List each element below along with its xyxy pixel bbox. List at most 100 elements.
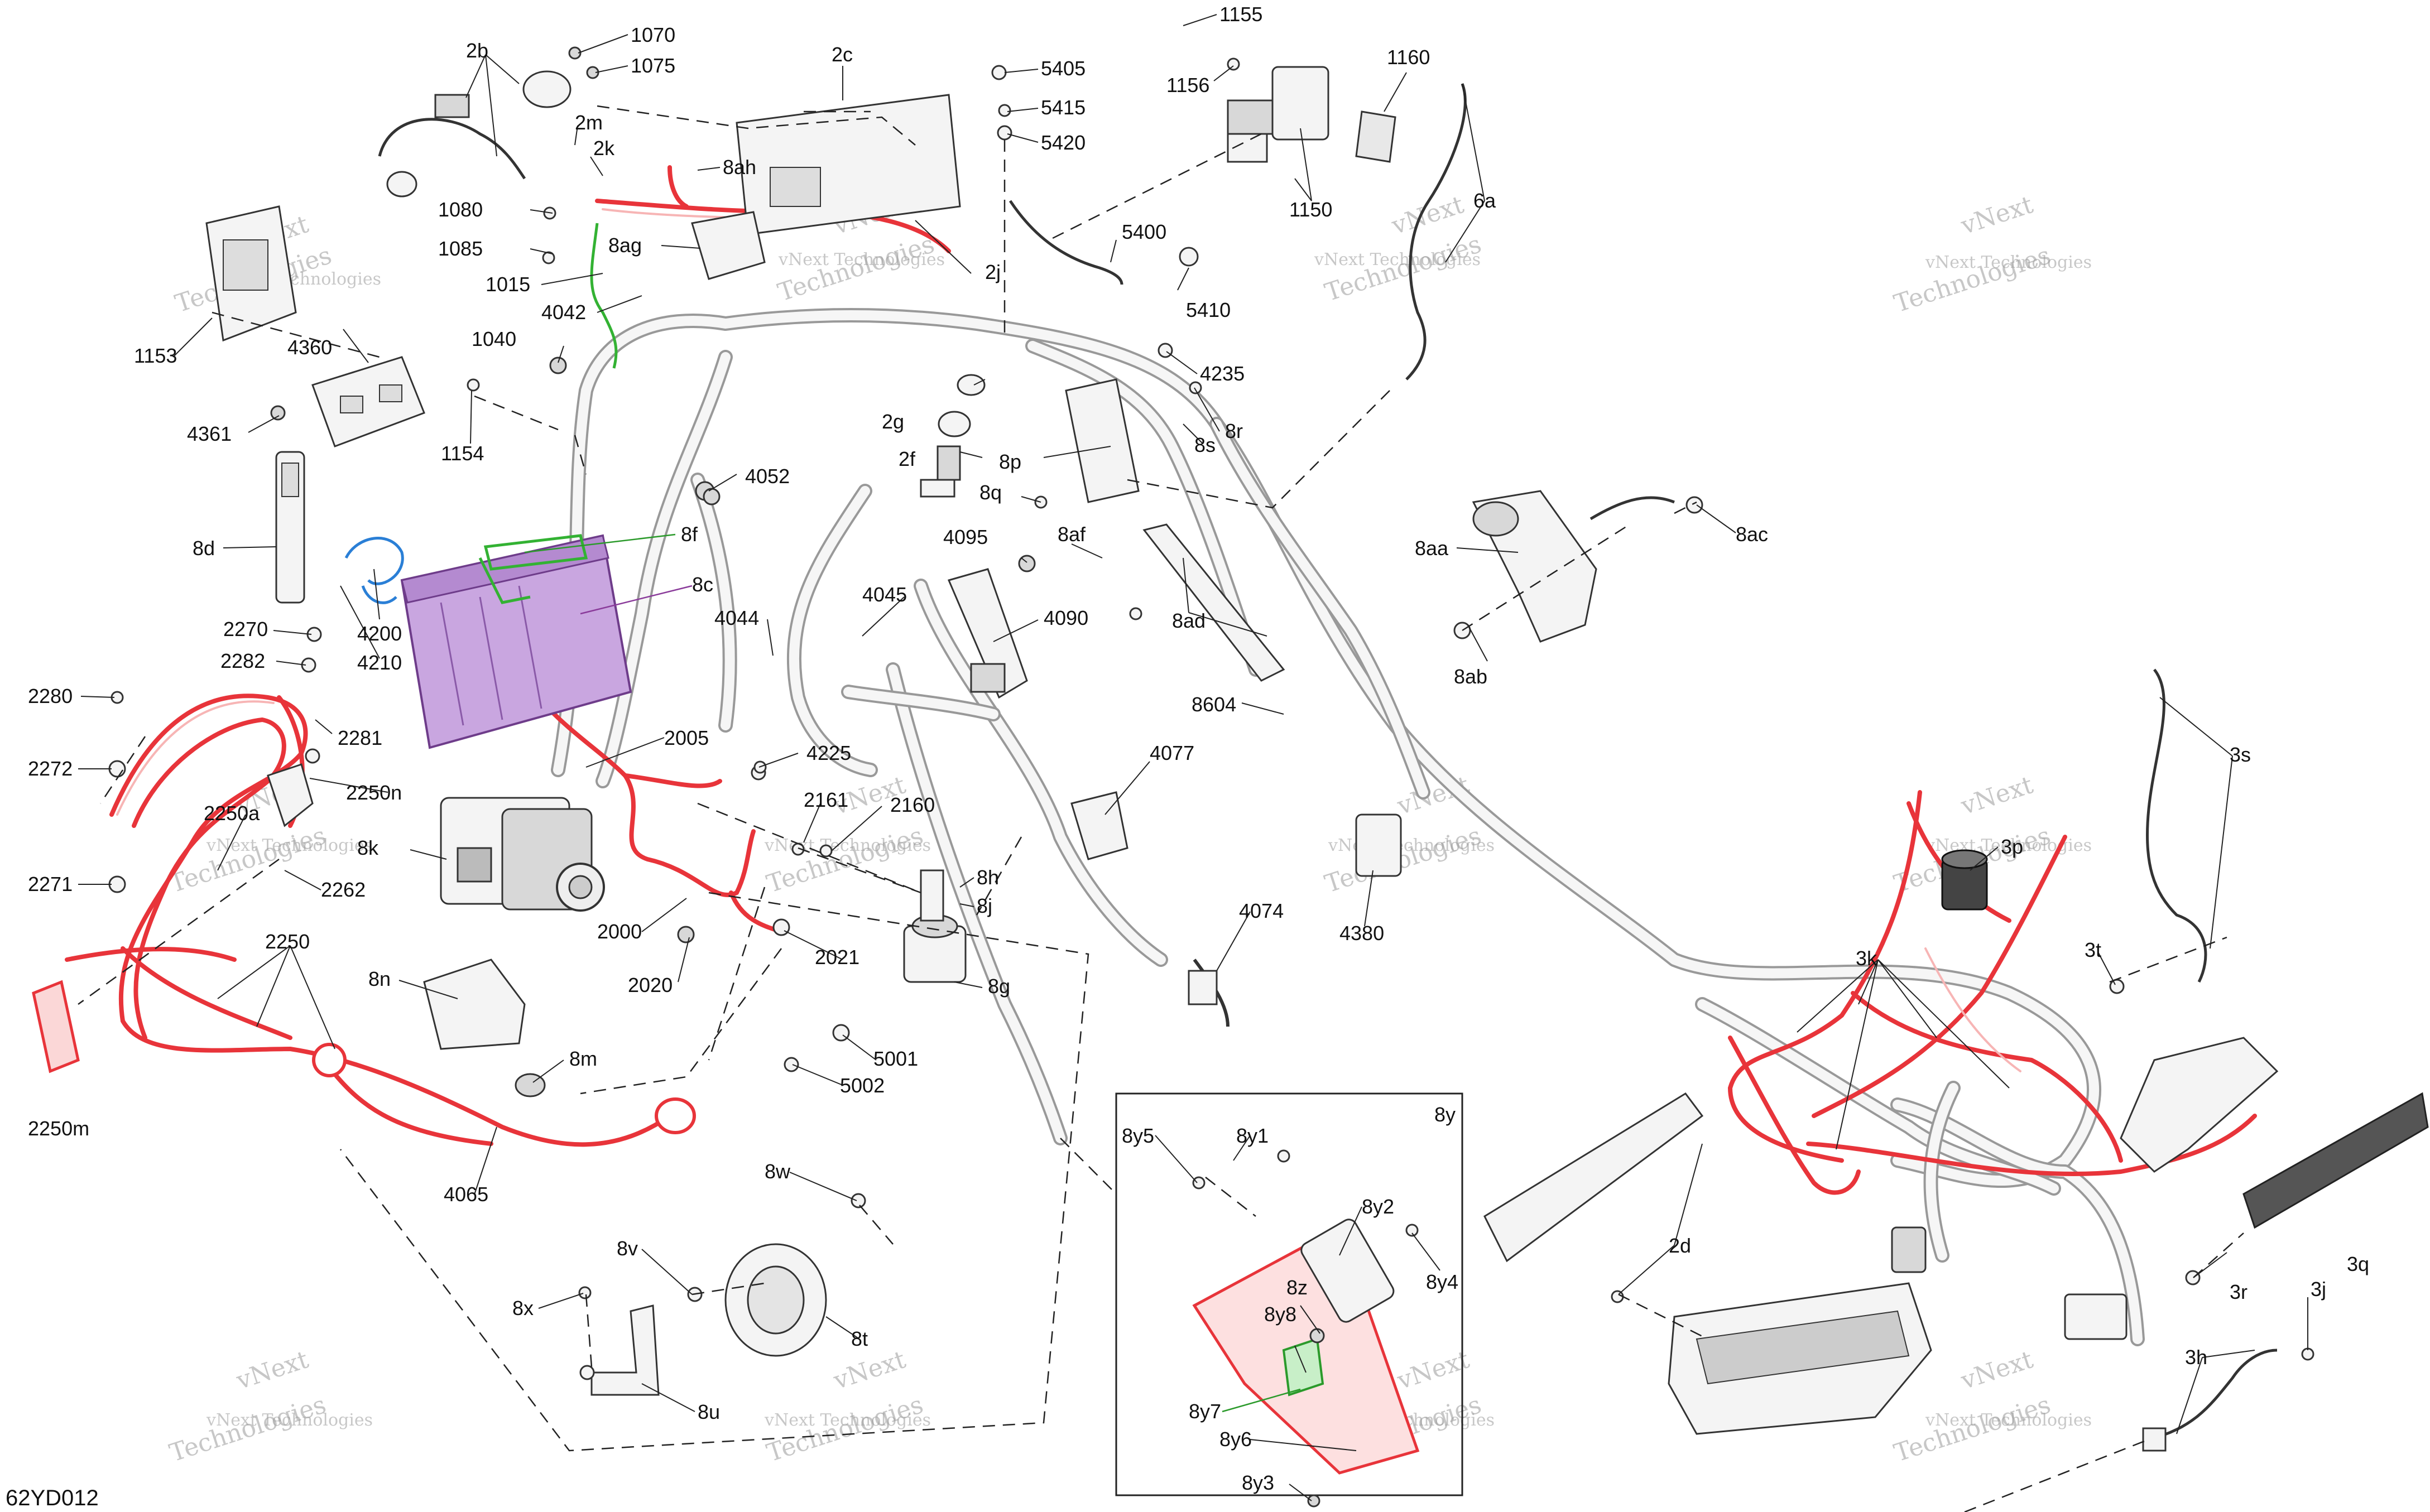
svg-text:vNext Technologies: vNext Technologies — [206, 836, 373, 855]
label-1040: 1040 — [472, 328, 516, 350]
taillight-3q — [2120, 1037, 2429, 1229]
label-4360: 4360 — [287, 336, 332, 359]
ground-wire-1015 — [590, 223, 618, 369]
label-8y2: 8y2 — [1362, 1195, 1394, 1218]
svg-text:Technologies: Technologies — [763, 821, 927, 898]
label-2281: 2281 — [338, 726, 382, 749]
red-rear-harness-3k — [1727, 790, 2257, 1195]
module-1153 — [205, 205, 297, 342]
label-2020: 2020 — [628, 974, 673, 996]
actuator-8aa — [1472, 490, 1675, 643]
label-8t: 8t — [851, 1327, 868, 1350]
red-harness-grommet — [312, 1043, 347, 1077]
cable-5400 — [1009, 200, 1123, 285]
label-2m: 2m — [575, 111, 603, 134]
label-4044: 4044 — [714, 606, 759, 629]
label-5410: 5410 — [1186, 298, 1231, 321]
sensor-cable-3h — [2148, 1349, 2278, 1441]
label-8f: 8f — [681, 523, 698, 546]
socket-3p — [1941, 849, 1988, 911]
label-8z: 8z — [1286, 1276, 1308, 1299]
label-8j: 8j — [977, 894, 992, 917]
label-2271: 2271 — [28, 873, 73, 895]
label-8ad: 8ad — [1172, 609, 1206, 632]
label-4052: 4052 — [745, 465, 790, 488]
label-1075: 1075 — [631, 54, 675, 77]
label-8x: 8x — [512, 1297, 534, 1320]
label-8ab: 8ab — [1454, 665, 1487, 688]
watermark-bottom-center: vNext Technologies vNext Technologies — [763, 1345, 931, 1467]
label-1070: 1070 — [631, 23, 675, 46]
connector-4074 — [1188, 959, 1230, 1027]
horn-8t — [724, 1243, 827, 1357]
label-8m: 8m — [569, 1047, 597, 1070]
svg-text:vNext Technologies: vNext Technologies — [764, 836, 931, 855]
label-5405: 5405 — [1041, 57, 1086, 80]
main-wiring-harness — [551, 308, 2145, 1346]
label-5420: 5420 — [1041, 131, 1086, 154]
label-4225: 4225 — [806, 741, 851, 764]
label-4361: 4361 — [187, 422, 232, 445]
label-1153: 1153 — [134, 344, 177, 367]
relay-box-4360 — [311, 356, 425, 447]
label-2262: 2262 — [321, 878, 366, 901]
label-3h: 3h — [2185, 1346, 2207, 1369]
socket-2f — [920, 411, 971, 498]
label-2000: 2000 — [597, 920, 642, 943]
label-4042: 4042 — [541, 301, 586, 324]
label-8ac: 8ac — [1736, 523, 1768, 546]
svg-text:vNext Technologies: vNext Technologies — [778, 250, 945, 269]
svg-text:vNext: vNext — [1957, 771, 2037, 821]
sensor-cable-6a — [1405, 83, 1467, 381]
label-2250: 2250 — [265, 930, 310, 953]
bracket-8d — [275, 451, 305, 604]
watermark-top-right: vNext Technologies vNext Technologies — [1891, 190, 2092, 318]
svg-text:vNext: vNext — [1957, 1345, 2037, 1395]
label-2280: 2280 — [28, 685, 73, 707]
label-2160: 2160 — [890, 793, 935, 816]
fasteners — [108, 46, 2314, 1508]
sensor-1150 — [1227, 66, 1329, 163]
connector-3k-lower — [1891, 1226, 1927, 1273]
label-4210: 4210 — [357, 651, 402, 674]
label-4095: 4095 — [943, 526, 988, 548]
svg-text:vNext: vNext — [1388, 190, 1467, 240]
label-1085: 1085 — [438, 237, 483, 260]
label-2f: 2f — [899, 447, 916, 470]
label-4090: 4090 — [1044, 606, 1088, 629]
label-8r: 8r — [1225, 420, 1243, 442]
label-4065: 4065 — [444, 1183, 488, 1206]
label-1150: 1150 — [1289, 198, 1332, 221]
label-8ag: 8ag — [608, 234, 642, 257]
label-8y: 8y — [1434, 1103, 1456, 1126]
label-2c: 2c — [832, 43, 853, 66]
plate-2250n — [267, 763, 314, 827]
label-2005: 2005 — [664, 726, 709, 749]
label-4045: 4045 — [862, 583, 907, 606]
bracket-8u — [590, 1304, 660, 1396]
label-8y1: 8y1 — [1236, 1124, 1269, 1147]
label-2b: 2b — [466, 39, 488, 62]
label-5001: 5001 — [873, 1047, 918, 1070]
label-8af: 8af — [1058, 523, 1086, 546]
abs-module-8k — [440, 797, 605, 912]
label-8k: 8k — [357, 836, 379, 859]
label-8q: 8q — [979, 481, 1002, 504]
callout-labels: 1070 1075 2b 2c 5405 5415 5420 1155 1156… — [28, 3, 2369, 1494]
label-2k: 2k — [593, 137, 615, 160]
sensor-cable-3s — [2146, 668, 2207, 983]
battery-8c — [400, 534, 632, 749]
label-4074: 4074 — [1239, 899, 1284, 922]
sensor-8ag — [691, 211, 766, 280]
label-8y6: 8y6 — [1219, 1428, 1252, 1451]
label-8604: 8604 — [1192, 693, 1236, 716]
svg-text:vNext: vNext — [233, 1345, 312, 1395]
cap-2g — [957, 374, 986, 396]
connector-3h — [2142, 1427, 2167, 1452]
watermark-bottom-left: vNext Technologies vNext Technologies — [166, 1345, 373, 1467]
label-4077: 4077 — [1150, 741, 1194, 764]
label-8u: 8u — [698, 1400, 720, 1423]
svg-text:Technologies: Technologies — [1322, 821, 1485, 898]
label-8y4: 8y4 — [1426, 1270, 1458, 1293]
svg-text:vNext Technologies: vNext Technologies — [1925, 253, 2092, 272]
